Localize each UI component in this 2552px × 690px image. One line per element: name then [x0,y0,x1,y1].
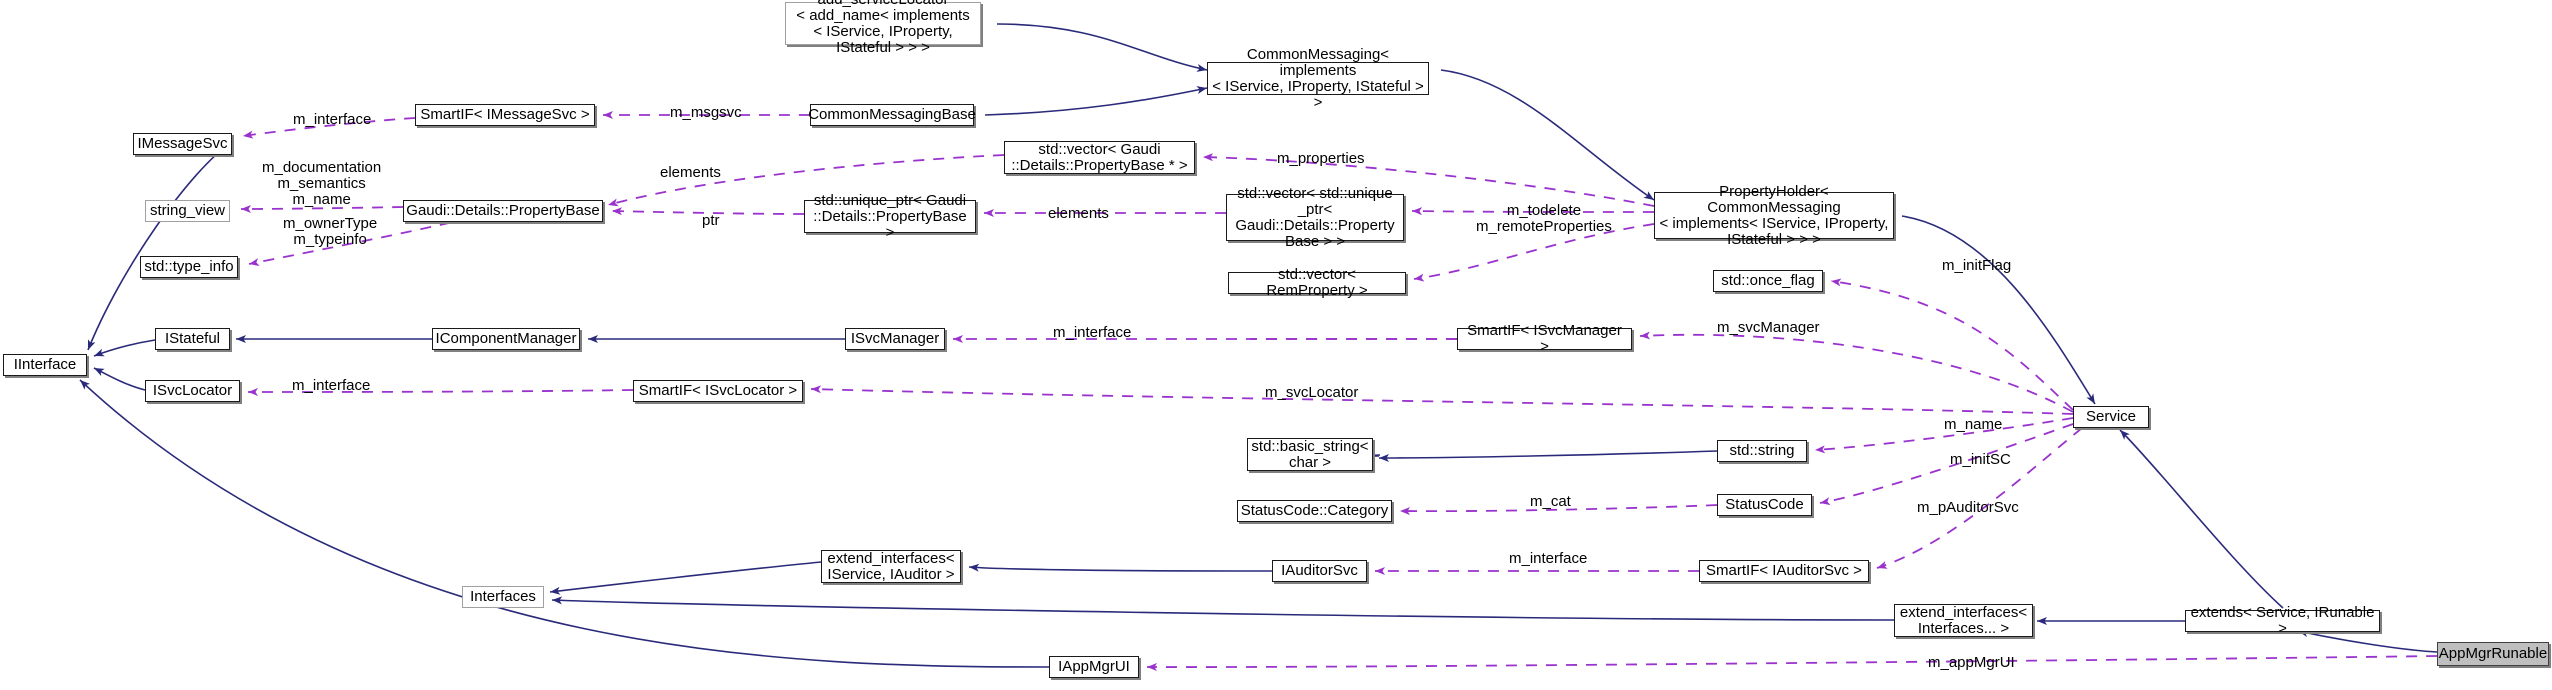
node-vector-remproperty[interactable]: std::vector< RemProperty > [1228,267,1406,299]
edge-label-m-documentation: m_documentation m_semantics m_name [262,159,382,208]
node-std-type-info[interactable]: std::type_info [140,256,238,278]
node-iauditorsvc[interactable]: IAuditorSvc [1272,560,1367,582]
node-gaudi-details-propertybase[interactable]: Gaudi::Details::PropertyBase [403,200,603,222]
edge-label-elements-top: elements [660,164,721,181]
edge-label-m-ownertype: m_ownerType m_typeinfo [283,215,378,248]
node-interfaces[interactable]: Interfaces [462,586,544,608]
node-extend-interfaces-iservice-iauditor[interactable]: extend_interfaces< IService, IAuditor > [821,550,961,583]
edge-label-m-initsc: m_initSC [1950,451,2011,468]
edge-label-m-pauditorsvc: m_pAuditorSvc [1917,499,2019,516]
edge-label-m-interface-auditor: m_interface [1509,550,1588,567]
edge-label-m-initflag: m_initFlag [1942,257,2012,274]
node-service[interactable]: Service [2073,406,2149,428]
node-add-serviceLocator[interactable]: add_serviceLocator < add_name< implement… [785,0,981,55]
node-iinterface[interactable]: IInterface [3,354,87,376]
node-common-messaging-base[interactable]: CommonMessagingBase [808,104,976,126]
node-statuscode-category[interactable]: StatusCode::Category [1237,500,1392,522]
edge-label-m-appmgrui: m_appMgrUI [1928,654,2015,671]
edge-label-m-name: m_name [1944,416,2003,433]
edge-label-m-svclocator: m_svcLocator [1265,384,1359,401]
node-smartif-iauditorsvc[interactable]: SmartIF< IAuditorSvc > [1699,560,1869,582]
edge-label-m-cat: m_cat [1530,493,1571,510]
node-iappmgrui[interactable]: IAppMgrUI [1049,656,1139,678]
edge-label-m-interface-svclocator: m_interface [292,377,371,394]
edge-label-m-properties: m_properties [1277,150,1365,167]
node-basic-string-char[interactable]: std::basic_string< char > [1247,438,1373,471]
node-isvclocator[interactable]: ISvcLocator [145,380,240,402]
node-statuscode[interactable]: StatusCode [1717,494,1812,516]
node-istateful[interactable]: IStateful [155,328,230,350]
node-common-messaging-implements[interactable]: CommonMessaging< implements < IService, … [1207,46,1429,110]
edge-label-elements-mid: elements [1048,205,1109,222]
edge-label-m-interface-svcmanager: m_interface [1053,324,1132,341]
node-std-once-flag[interactable]: std::once_flag [1713,270,1823,292]
node-vector-unique-ptr-propertybase[interactable]: std::vector< std::unique _ptr< Gaudi::De… [1226,185,1404,249]
edge-label-m-todelete: m_todelete m_remoteProperties [1476,202,1612,235]
inheritance-edges [79,23,2438,668]
node-isvcmanager[interactable]: ISvcManager [845,328,945,350]
edge-label-m-interface-messagesvc: m_interface [293,111,372,128]
node-smartif-isvclocator[interactable]: SmartIF< ISvcLocator > [633,380,803,402]
node-extend-interfaces-variadic[interactable]: extend_interfaces< Interfaces... > [1894,604,2033,637]
node-std-string[interactable]: std::string [1717,440,1807,462]
edge-label-ptr: ptr [702,212,720,229]
node-string-view[interactable]: string_view [145,200,230,222]
node-smartif-imessagesvc[interactable]: SmartIF< IMessageSvc > [415,104,595,126]
node-imessagesvc[interactable]: IMessageSvc [133,133,232,155]
edge-label-m-msgsvc: m_msgsvc [670,104,742,121]
node-unique-ptr-propertybase[interactable]: std::unique_ptr< Gaudi ::Details::Proper… [804,192,976,240]
usage-edges [240,111,2438,672]
edge-label-m-svcmanager: m_svcManager [1717,319,1820,336]
node-icomponentmanager[interactable]: IComponentManager [432,328,580,350]
node-smartif-isvcmanager[interactable]: SmartIF< ISvcManager > [1457,323,1632,355]
node-appmgrrunable-current[interactable]: AppMgrRunable [2437,642,2549,666]
node-extends-service-irunable[interactable]: extends< Service, IRunable > [2185,605,2380,637]
node-vector-propertybase-ptr[interactable]: std::vector< Gaudi ::Details::PropertyBa… [1004,141,1195,174]
node-property-holder[interactable]: PropertyHolder< CommonMessaging < implem… [1654,183,1894,247]
